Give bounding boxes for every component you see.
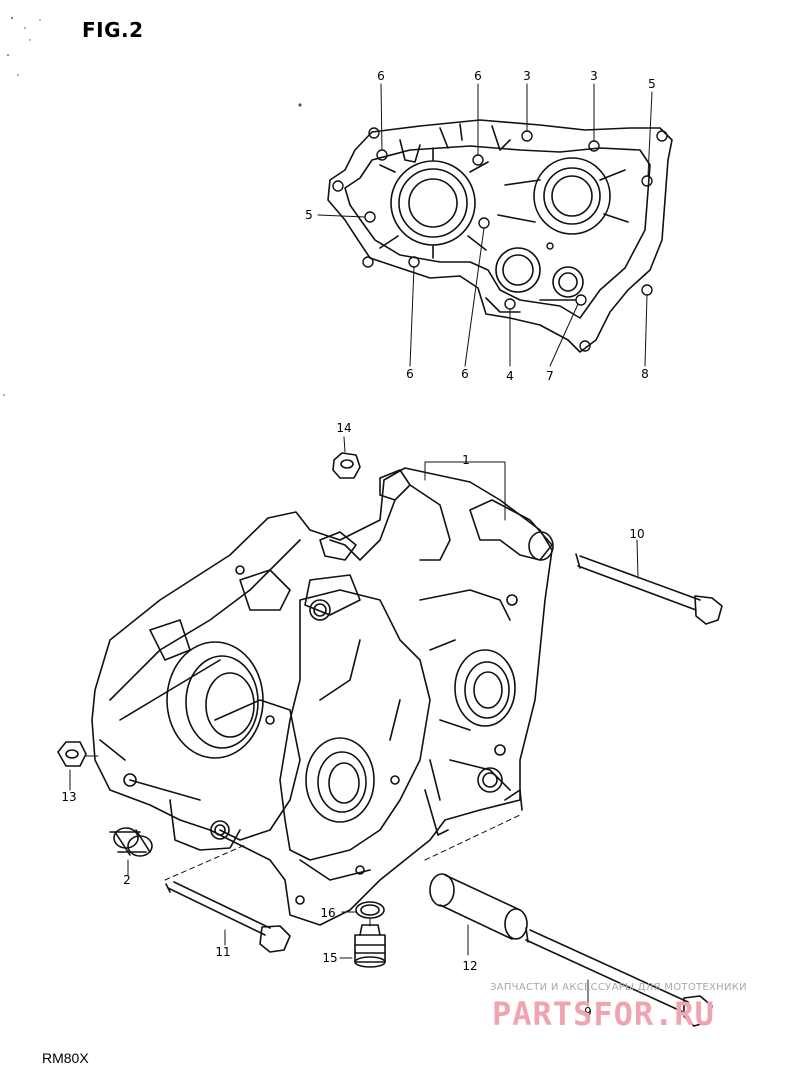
callout-15: 15 xyxy=(322,951,338,965)
callout-14: 14 xyxy=(336,421,352,435)
callout-6-top-center: 6 xyxy=(474,69,482,83)
scan-specks xyxy=(3,17,302,396)
dowel-part-2 xyxy=(109,827,153,876)
bolt-part-11 xyxy=(164,844,291,953)
bolt-part-10 xyxy=(575,539,723,625)
sleeve-part-12 xyxy=(429,873,528,956)
callout-9: 9 xyxy=(584,1005,592,1019)
crankcase-assembly xyxy=(91,467,554,926)
callout-13: 13 xyxy=(61,790,77,804)
callout-6-bottom-center: 6 xyxy=(461,367,469,381)
top-leader-lines xyxy=(317,83,653,367)
callout-10: 10 xyxy=(629,527,645,541)
bolt-part-9 xyxy=(424,814,713,1027)
callout-2: 2 xyxy=(123,873,131,887)
callout-8: 8 xyxy=(641,367,649,381)
callout-12: 12 xyxy=(462,959,478,973)
callout-7: 7 xyxy=(546,369,554,383)
nut-part-14 xyxy=(332,436,361,479)
callout-6-bottom-left: 6 xyxy=(406,367,414,381)
callout-5-top-right: 5 xyxy=(648,77,656,91)
part1-bracket xyxy=(424,461,506,521)
callout-1: 1 xyxy=(462,453,470,467)
nut-part-13 xyxy=(57,741,99,791)
callout-4: 4 xyxy=(506,369,514,383)
plug-part-15 xyxy=(339,917,386,968)
callout-3-top-left: 3 xyxy=(523,69,531,83)
callout-6-top-left: 6 xyxy=(377,69,385,83)
model-code: RM80X xyxy=(42,1050,89,1066)
callout-3-top-right: 3 xyxy=(590,69,598,83)
watermark-logo: PARTSFOR.RU xyxy=(492,995,715,1033)
watermark-tagline: ЗАПЧАСТИ И АКСЕССУАРЫ ДЛЯ МОТОТЕХНИКИ xyxy=(490,982,747,993)
callout-16: 16 xyxy=(320,906,336,920)
callout-5-left: 5 xyxy=(305,208,313,222)
crankcase-inner-view xyxy=(327,119,673,353)
figure-title: FIG.2 xyxy=(82,18,144,42)
callout-11: 11 xyxy=(215,945,231,959)
